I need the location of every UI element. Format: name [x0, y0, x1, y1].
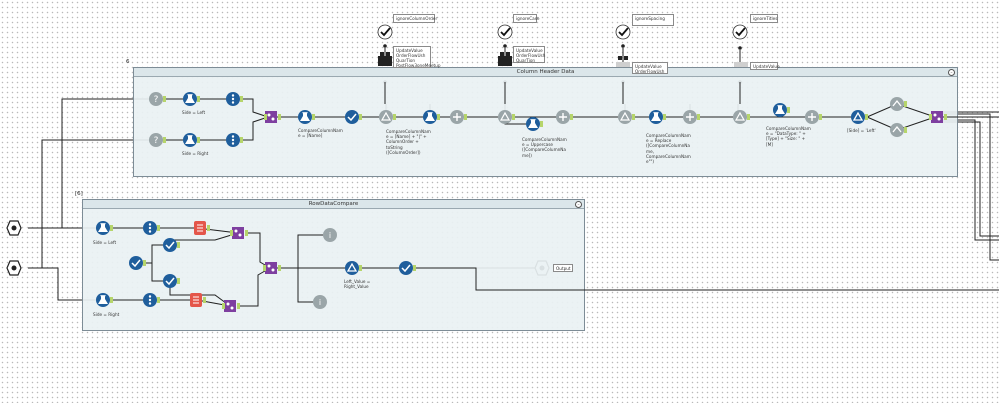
- tool-annotation: Side = Left: [182, 110, 206, 115]
- container-index: [6]: [75, 191, 83, 197]
- control-label: ignoreColumnOrder: [393, 14, 437, 23]
- macro-input-icon[interactable]: [6, 220, 22, 236]
- tool-annotation: CompareColumnNam e = "DataType: " + [Typ…: [766, 126, 811, 147]
- svg-text:i: i: [319, 298, 321, 307]
- formula-check-icon[interactable]: [163, 238, 177, 252]
- filter-flask-icon[interactable]: [183, 92, 197, 106]
- formula-check-icon[interactable]: [345, 110, 359, 124]
- select-tool-icon[interactable]: [143, 293, 157, 307]
- browse-tool-icon[interactable]: i: [313, 295, 327, 309]
- select-tool-icon[interactable]: [226, 133, 240, 147]
- container-title: RowDataCompare: [308, 201, 359, 207]
- container-title: Column Header Data: [516, 69, 575, 75]
- collapse-icon[interactable]: –: [575, 201, 582, 208]
- join-tool-icon[interactable]: [265, 262, 277, 274]
- formula-check-icon[interactable]: [399, 261, 413, 275]
- filter-tool-icon[interactable]: [345, 261, 359, 275]
- tool-annotation: Side = Left: [93, 240, 117, 245]
- action-note: UpdateValue OrderFlowUsh QuarTion: [513, 46, 545, 63]
- tile-tool-icon[interactable]: [450, 110, 464, 124]
- action-tool-icon[interactable]: [498, 52, 512, 66]
- tool-annotation: CompareColumnNam e = Uppercase ([Compare…: [522, 137, 567, 158]
- select-tool-icon[interactable]: [143, 221, 157, 235]
- filter-tool-icon[interactable]: [851, 110, 865, 124]
- formula-flask-icon[interactable]: [649, 110, 663, 124]
- tile-tool-icon[interactable]: [498, 110, 512, 124]
- join-tool-icon[interactable]: [931, 111, 943, 123]
- svg-text:i: i: [329, 231, 331, 240]
- filter-flask-icon[interactable]: [96, 293, 110, 307]
- tile-tool-icon[interactable]: [683, 110, 697, 124]
- control-checkbox-icon[interactable]: [377, 24, 393, 40]
- container-index: 6: [126, 59, 130, 65]
- summarize-tool-icon[interactable]: [890, 123, 904, 137]
- container-header[interactable]: RowDataCompare –: [83, 200, 584, 209]
- tool-annotation: Side = Right: [182, 151, 209, 156]
- action-note: UpdateValue OrderFlowUsh: [632, 62, 668, 74]
- filter-flask-icon[interactable]: [96, 221, 110, 235]
- control-label: ignoreTitles: [750, 14, 778, 23]
- join-tool-icon[interactable]: [224, 300, 236, 312]
- formula-check-icon[interactable]: [163, 274, 177, 288]
- collapse-icon[interactable]: –: [948, 69, 955, 76]
- tile-tool-icon[interactable]: [379, 110, 393, 124]
- tool-annotation: CompareColumnNam e = Replace ([CompareCo…: [646, 133, 691, 165]
- formula-flask-icon[interactable]: [773, 103, 787, 117]
- tool-annotation: CompareColumnNam e = [Name]: [298, 128, 343, 139]
- summarize-tool-icon[interactable]: [890, 97, 904, 111]
- control-label: ignoreCase: [513, 14, 540, 23]
- action-tool-icon[interactable]: [378, 52, 392, 66]
- tile-tool-icon[interactable]: [733, 110, 747, 124]
- transpose-tool-icon[interactable]: [190, 293, 202, 307]
- tool-annotation: CompareColumnNam e = [Name] + "|" + Colu…: [386, 129, 431, 155]
- output-label: Output: [553, 264, 573, 272]
- tile-tool-icon[interactable]: [618, 110, 632, 124]
- transpose-tool-icon[interactable]: [194, 221, 206, 235]
- formula-flask-icon[interactable]: [423, 110, 437, 124]
- tool-annotation: Left_Value = Right_Value: [344, 279, 371, 290]
- control-label: ignoreSpacing: [632, 14, 674, 26]
- formula-flask-icon[interactable]: [526, 117, 540, 131]
- join-tool-icon[interactable]: [232, 227, 244, 239]
- browse-tool-icon[interactable]: i: [323, 228, 337, 242]
- filter-flask-icon[interactable]: [183, 133, 197, 147]
- tool-annotation: Side = Right: [93, 312, 120, 317]
- anchor-pads: [110, 96, 947, 309]
- formula-check-icon[interactable]: [129, 256, 143, 270]
- svg-text:?: ?: [154, 95, 159, 105]
- select-tool-icon[interactable]: [226, 92, 240, 106]
- formula-flask-icon[interactable]: [298, 110, 312, 124]
- action-note: UpdateValue OrderFlowUsh QuarTion PostFl…: [393, 46, 441, 68]
- action-note: UpdateValue: [750, 62, 780, 70]
- question-tool-icon[interactable]: ?: [149, 133, 163, 147]
- question-tool-icon[interactable]: ?: [149, 92, 163, 106]
- tool-annotation: [Side] = 'Left': [847, 128, 876, 133]
- macro-input-icon[interactable]: [6, 260, 22, 276]
- control-checkbox-icon[interactable]: [615, 24, 631, 40]
- container-header[interactable]: Column Header Data –: [134, 68, 957, 77]
- tile-tool-icon[interactable]: [556, 110, 570, 124]
- join-tool-icon[interactable]: [265, 111, 277, 123]
- control-checkbox-icon[interactable]: [497, 24, 513, 40]
- control-checkbox-icon[interactable]: [732, 24, 748, 40]
- svg-text:?: ?: [154, 136, 159, 146]
- tile-tool-icon[interactable]: [805, 110, 819, 124]
- row-data-container[interactable]: RowDataCompare – [6]: [75, 191, 585, 331]
